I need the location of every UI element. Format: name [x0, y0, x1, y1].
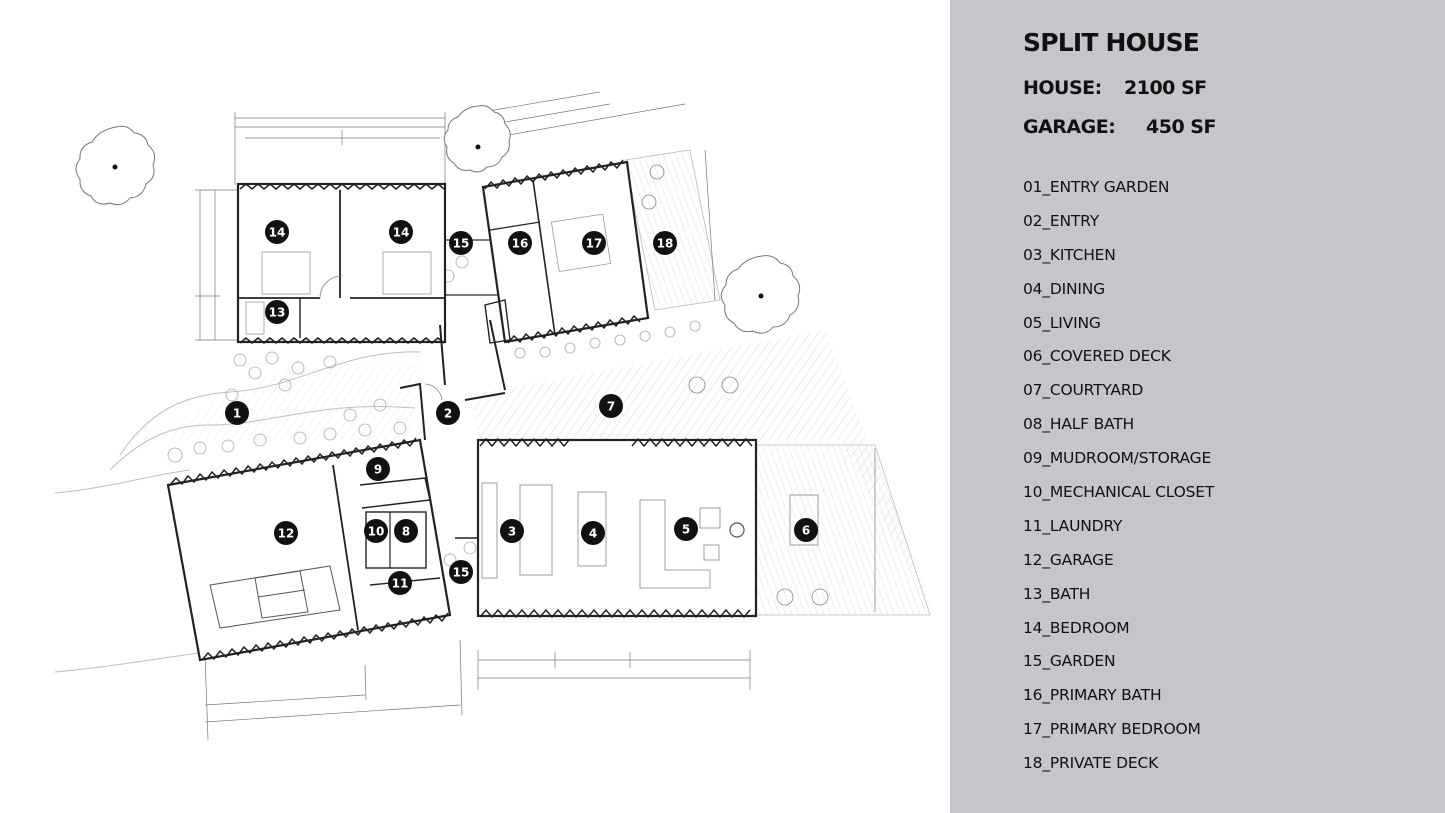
dimension-lines: [195, 91, 876, 741]
room-number-badge: 4: [581, 521, 605, 545]
tree-icon: [720, 255, 801, 334]
room-number-badge: 14: [265, 220, 289, 244]
room-number: 16: [512, 236, 529, 250]
room-number: 14: [269, 225, 286, 239]
room-number: 15: [453, 565, 470, 579]
room-number-badge: 5: [674, 517, 698, 541]
project-title: SPLIT HOUSE: [1023, 28, 1200, 57]
tree-icon: [443, 105, 511, 173]
legend-item: 04_DINING: [1023, 279, 1105, 298]
room-number-badge: 16: [508, 231, 532, 255]
room-legend: 01_ENTRY GARDEN 02_ENTRY 03_KITCHEN 04_D…: [1023, 178, 1214, 788]
room-number: 13: [269, 305, 286, 319]
room-number-badge: 13: [265, 300, 289, 324]
room-number-badge: 18: [653, 231, 677, 255]
garage-area-value: 450 SF: [1146, 116, 1216, 138]
house-area-row: HOUSE: 2100 SF: [1023, 77, 1207, 99]
room-number-badge: 1: [225, 401, 249, 425]
legend-item: 02_ENTRY: [1023, 211, 1099, 230]
entry-walls: [399, 324, 506, 441]
room-number-badge: 14: [389, 220, 413, 244]
room-number: 6: [802, 523, 810, 537]
room-number: 4: [589, 526, 597, 540]
legend-item: 01_ENTRY GARDEN: [1023, 178, 1170, 196]
legend-item: 18_PRIVATE DECK: [1023, 754, 1159, 773]
room-number: 17: [586, 236, 603, 250]
garage-wing: [166, 437, 452, 662]
legend-item: 13_BATH: [1023, 584, 1091, 603]
legend-item: 10_MECHANICAL CLOSET: [1023, 483, 1215, 502]
room-number: 11: [392, 576, 409, 590]
tree-icon: [75, 125, 156, 206]
legend-item: 06_COVERED DECK: [1023, 347, 1171, 366]
room-number: 12: [278, 526, 295, 540]
room-number-badge: 17: [582, 231, 606, 255]
room-number-badge: 3: [500, 519, 524, 543]
room-number: 15: [453, 236, 470, 250]
legend-item: 16_PRIMARY BATH: [1023, 686, 1162, 705]
room-number: 14: [393, 225, 410, 239]
shrubs: [167, 255, 701, 567]
room-number: 5: [682, 522, 690, 536]
house-area-value: 2100 SF: [1124, 77, 1207, 99]
legend-item: 03_KITCHEN: [1023, 245, 1116, 264]
room-number: 9: [374, 462, 382, 476]
garage-area-row: GARAGE: 450 SF: [1023, 116, 1216, 138]
legend-item: 11_LAUNDRY: [1023, 516, 1123, 535]
room-number-badge: 10: [364, 519, 388, 543]
room-number-badge: 11: [388, 571, 412, 595]
legend-item: 12_GARAGE: [1023, 550, 1114, 569]
room-number-badge: 8: [394, 519, 418, 543]
room-number: 3: [508, 524, 516, 538]
legend-item: 07_COURTYARD: [1023, 381, 1144, 400]
legend-panel: SPLIT HOUSE HOUSE: 2100 SF GARAGE: 450 S…: [950, 0, 1445, 813]
room-number-badge: 15: [449, 560, 473, 584]
primary-suite: [481, 159, 650, 391]
truck-icon: [209, 565, 341, 629]
room-number: 2: [444, 406, 452, 420]
room-number-badge: 2: [436, 401, 460, 425]
room-number-badge: 15: [449, 231, 473, 255]
legend-item: 14_BEDROOM: [1023, 618, 1130, 637]
room-number: 1: [233, 406, 241, 420]
legend-item: 05_LIVING: [1023, 313, 1101, 332]
room-number-badge: 7: [599, 394, 623, 418]
legend-item: 17_PRIMARY BEDROOM: [1023, 720, 1201, 739]
room-number-badge: 12: [274, 521, 298, 545]
garage-area-label: GARAGE:: [1023, 116, 1116, 138]
room-number: 18: [657, 236, 674, 250]
legend-item: 09_MUDROOM/STORAGE: [1023, 449, 1212, 468]
house-area-label: HOUSE:: [1023, 77, 1102, 99]
legend-item: 15_GARDEN: [1023, 652, 1116, 671]
room-number-badge: 6: [794, 518, 818, 542]
room-number-badge: 9: [366, 457, 390, 481]
room-number: 10: [368, 524, 385, 538]
room-number: 8: [402, 524, 410, 538]
room-number: 7: [607, 399, 615, 413]
legend-item: 08_HALF BATH: [1023, 415, 1134, 434]
